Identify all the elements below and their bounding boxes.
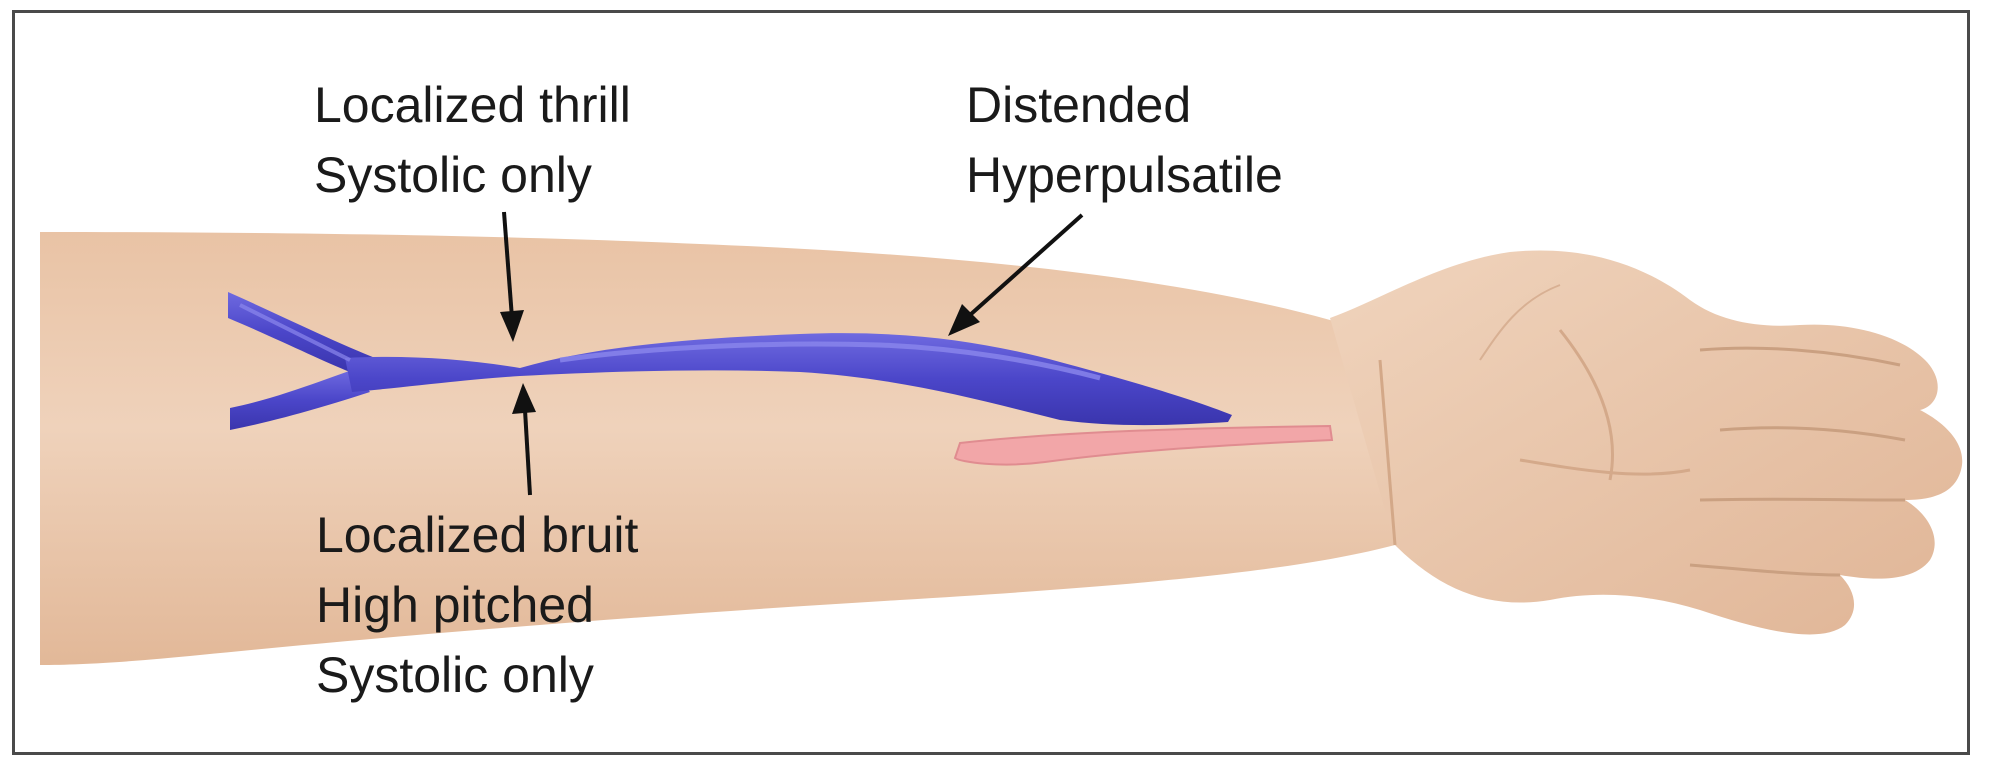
label-line: Systolic only: [314, 140, 631, 210]
label-localized-thrill: Localized thrill Systolic only: [314, 70, 631, 210]
label-line: Hyperpulsatile: [966, 140, 1283, 210]
label-line: Distended: [966, 70, 1283, 140]
label-line: Localized thrill: [314, 70, 631, 140]
label-line: Systolic only: [316, 640, 638, 710]
label-localized-bruit: Localized bruit High pitched Systolic on…: [316, 500, 638, 710]
hand-shape: [1330, 250, 1962, 634]
label-line: Localized bruit: [316, 500, 638, 570]
label-line: High pitched: [316, 570, 638, 640]
label-distended: Distended Hyperpulsatile: [966, 70, 1283, 210]
